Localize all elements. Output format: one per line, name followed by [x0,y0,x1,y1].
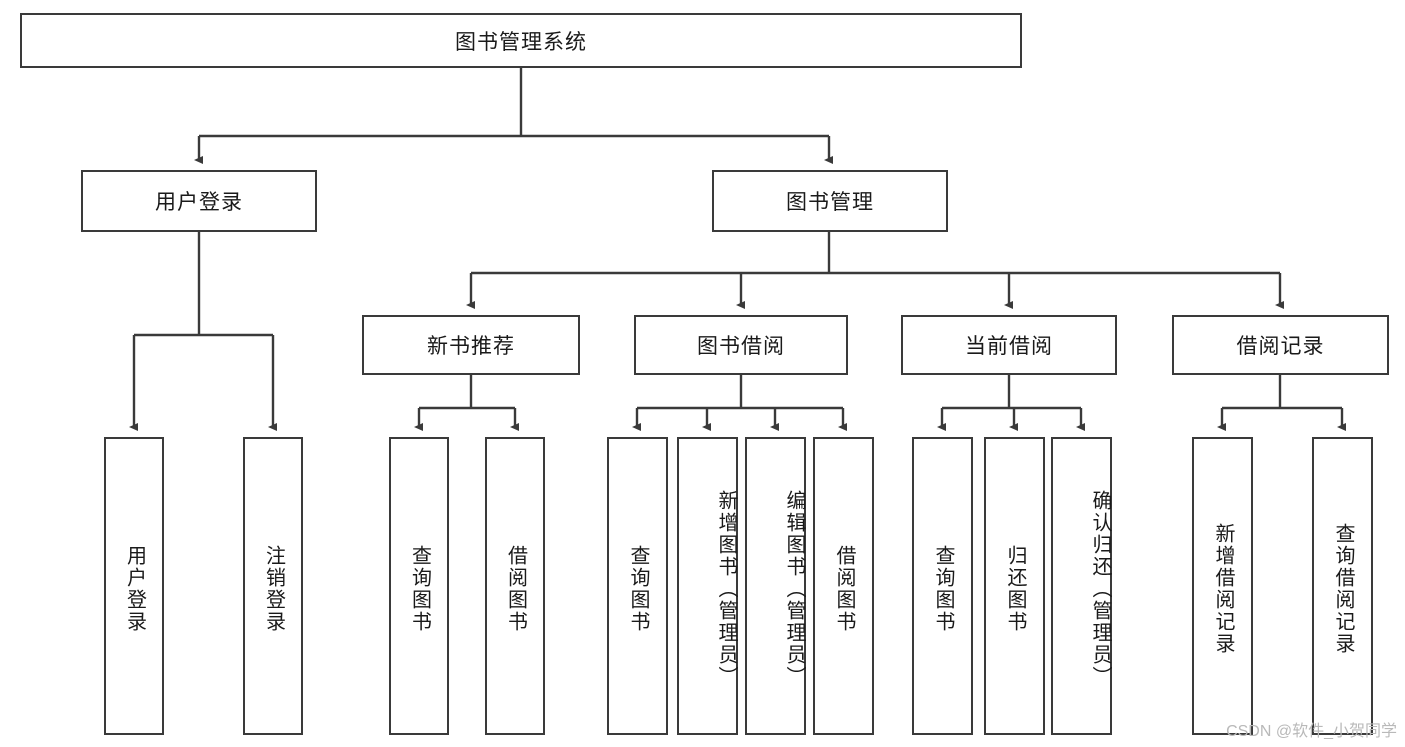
leaf-add-borrow-record-label: 新增借阅记录 [1212,523,1234,655]
leaf-user-login[interactable]: 用户登录 [104,437,164,735]
leaf-logout[interactable]: 注销登录 [243,437,303,735]
node-borrow-record-label: 借阅记录 [1236,335,1325,358]
watermark: CSDN @软件_小贺同学 [1226,723,1397,740]
leaf-confirm-return-admin[interactable]: 确认归还（管理员） [1051,437,1112,735]
node-new-book-recommend-label: 新书推荐 [427,335,515,358]
node-user-login[interactable]: 用户登录 [81,170,317,232]
leaf-add-book-admin-label: 新增图书（管理员） [715,490,737,688]
node-root-label: 图书管理系统 [455,30,587,54]
leaf-add-book-admin[interactable]: 新增图书（管理员） [677,437,738,735]
leaf-add-borrow-record[interactable]: 新增借阅记录 [1192,437,1253,735]
node-root[interactable]: 图书管理系统 [20,13,1022,68]
leaf-borrow-book-recommend[interactable]: 借阅图书 [485,437,545,735]
node-book-management[interactable]: 图书管理 [712,170,948,232]
leaf-confirm-return-admin-label: 确认归还（管理员） [1089,490,1111,688]
node-borrow-record[interactable]: 借阅记录 [1172,315,1389,375]
leaf-query-book-borrow[interactable]: 查询图书 [607,437,668,735]
leaf-borrow-book-recommend-label: 借阅图书 [504,545,527,633]
leaf-query-book-current-label: 查询图书 [932,545,954,633]
leaf-borrow-book[interactable]: 借阅图书 [813,437,874,735]
leaf-edit-book-admin[interactable]: 编辑图书（管理员） [745,437,806,735]
leaf-user-login-label: 用户登录 [123,545,146,633]
node-current-borrow-label: 当前借阅 [965,335,1053,358]
leaf-logout-label: 注销登录 [262,545,285,633]
leaf-query-book-current[interactable]: 查询图书 [912,437,973,735]
leaf-query-book-borrow-label: 查询图书 [627,545,649,633]
node-new-book-recommend[interactable]: 新书推荐 [362,315,580,375]
leaf-query-book-recommend[interactable]: 查询图书 [389,437,449,735]
node-book-management-label: 图书管理 [786,191,874,214]
leaf-return-book-label: 归还图书 [1004,545,1026,633]
node-current-borrow[interactable]: 当前借阅 [901,315,1117,375]
leaf-query-borrow-record-label: 查询借阅记录 [1332,523,1354,655]
leaf-return-book[interactable]: 归还图书 [984,437,1045,735]
leaf-borrow-book-label: 借阅图书 [833,545,855,633]
leaf-edit-book-admin-label: 编辑图书（管理员） [783,490,805,688]
leaf-query-borrow-record[interactable]: 查询借阅记录 [1312,437,1373,735]
leaf-query-book-recommend-label: 查询图书 [408,545,431,633]
node-book-borrow[interactable]: 图书借阅 [634,315,848,375]
node-book-borrow-label: 图书借阅 [697,335,785,358]
node-user-login-label: 用户登录 [155,191,243,214]
